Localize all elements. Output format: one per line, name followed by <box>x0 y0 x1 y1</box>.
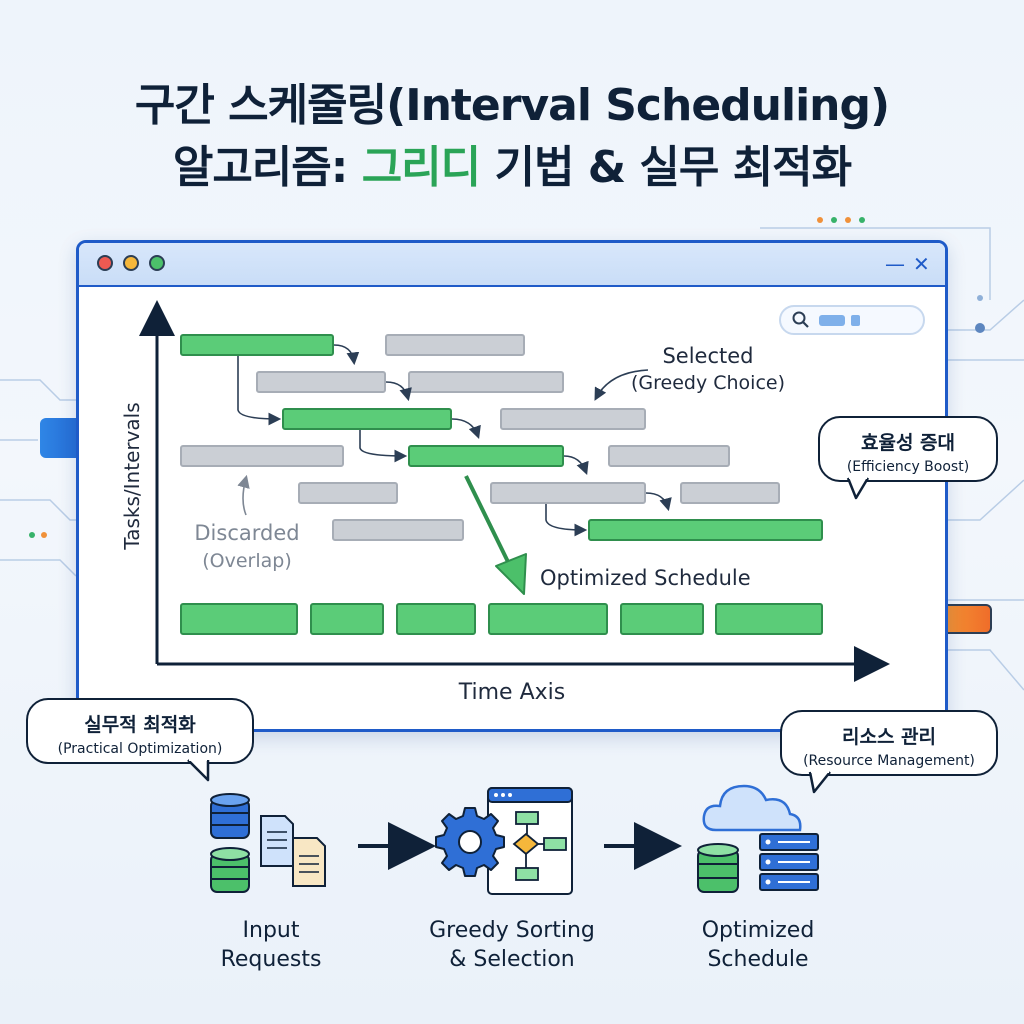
efficiency-bubble-title: 효율성 증대 <box>860 432 955 454</box>
page-title-line1: 구간 스케줄링(Interval Scheduling) <box>134 80 890 131</box>
selected-annotation-title: Selected <box>662 344 754 368</box>
practical-bubble: 실무적 최적화 (Practical Optimization) <box>26 698 254 764</box>
database-documents-icon <box>210 793 326 893</box>
flow-step-greedy-line1: Greedy Sorting <box>429 918 595 943</box>
flow-step-optimized-line2: Schedule <box>707 947 809 972</box>
flow-step-optimized: Optimized Schedule <box>672 916 844 974</box>
optimized-interval <box>310 603 384 635</box>
efficiency-bubble-tail <box>846 474 870 500</box>
optimized-interval <box>620 603 704 635</box>
minimize-button[interactable]: — <box>885 252 905 276</box>
interval-discarded <box>332 519 464 541</box>
interval-discarded <box>680 482 780 504</box>
flow-step-optimized-line1: Optimized <box>701 918 815 943</box>
flow-step-greedy-line2: & Selection <box>449 947 575 972</box>
interval-discarded <box>256 371 386 393</box>
interval-discarded <box>385 334 525 356</box>
flow-step-input-line1: Input <box>242 918 300 943</box>
close-button[interactable]: ✕ <box>913 252 930 276</box>
selected-annotation: Selected (Greedy Choice) <box>600 343 816 397</box>
resource-bubble-title: 리소스 관리 <box>841 726 936 748</box>
title-suffix: 기법 & 실무 최적화 <box>480 142 852 193</box>
practical-bubble-title: 실무적 최적화 <box>84 714 196 736</box>
interval-selected <box>588 519 823 541</box>
discarded-annotation: Discarded (Overlap) <box>176 519 318 575</box>
flow-step-greedy: Greedy Sorting & Selection <box>402 916 622 974</box>
flow-step-input: Input Requests <box>186 916 356 974</box>
interval-selected <box>180 334 334 356</box>
efficiency-bubble-subtitle: (Efficiency Boost) <box>846 459 970 475</box>
interval-discarded <box>408 371 564 393</box>
close-dot-icon[interactable] <box>97 255 113 271</box>
optimized-interval <box>180 603 298 635</box>
optimized-interval <box>396 603 476 635</box>
search-icon <box>792 311 809 328</box>
optimized-interval <box>715 603 823 635</box>
interval-discarded <box>180 445 344 467</box>
window-titlebar: — ✕ <box>79 243 945 287</box>
discarded-annotation-subtitle: (Overlap) <box>202 550 292 572</box>
selected-annotation-subtitle: (Greedy Choice) <box>630 372 785 394</box>
resource-bubble-tail <box>808 768 831 794</box>
efficiency-bubble: 효율성 증대 (Efficiency Boost) <box>818 416 998 482</box>
interval-discarded <box>500 408 646 430</box>
optimized-schedule-label: Optimized Schedule <box>540 566 751 590</box>
discarded-annotation-title: Discarded <box>194 521 300 545</box>
maximize-dot-icon[interactable] <box>149 255 165 271</box>
gear-flowchart-icon <box>435 787 573 895</box>
title-prefix: 알고리즘: <box>172 142 362 193</box>
title-highlight: 그리디 <box>361 142 481 193</box>
cloud-server-icon <box>697 784 819 893</box>
page-title-line2: 알고리즘: 그리디 기법 & 실무 최적화 <box>0 146 1024 190</box>
search-placeholder-dot <box>851 315 860 326</box>
practical-bubble-subtitle: (Practical Optimization) <box>57 741 223 757</box>
interval-selected <box>282 408 452 430</box>
x-axis-label: Time Axis <box>458 680 566 705</box>
minimize-dot-icon[interactable] <box>123 255 139 271</box>
search-placeholder-bar <box>819 315 845 326</box>
optimized-interval <box>488 603 608 635</box>
resource-bubble: 리소스 관리 (Resource Management) <box>780 710 998 776</box>
interval-discarded <box>608 445 730 467</box>
flow-step-input-line2: Requests <box>220 947 322 972</box>
practical-bubble-tail <box>187 756 210 782</box>
search-input[interactable] <box>779 305 925 335</box>
app-window: — ✕ <box>76 240 948 732</box>
interval-selected <box>408 445 564 467</box>
interval-discarded <box>298 482 398 504</box>
interval-discarded <box>490 482 646 504</box>
resource-bubble-subtitle: (Resource Management) <box>803 753 975 769</box>
